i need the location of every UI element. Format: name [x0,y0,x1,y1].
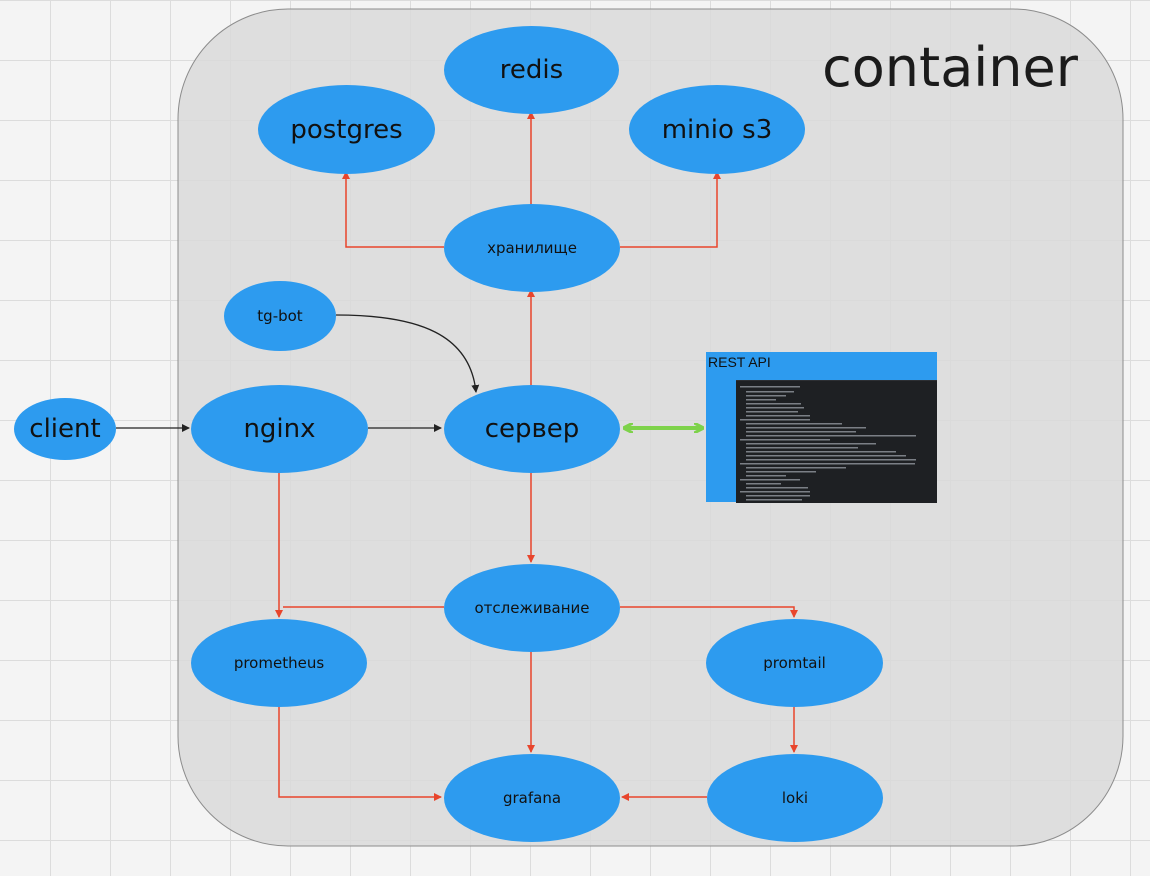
node-redis[interactable]: redis [444,26,619,114]
monitoring-edges [275,470,798,801]
node-promtail[interactable]: promtail [706,619,883,707]
node-loki[interactable]: loki [707,754,883,842]
node-postgres[interactable]: postgres [258,85,435,174]
node-nginx[interactable]: nginx [191,385,368,473]
rest-api-label: REST API [708,354,771,370]
rest-api-screenshot-image [736,380,937,503]
node-storage[interactable]: хранилище [444,204,620,292]
node-client[interactable]: client [14,398,116,460]
storage-edges [342,111,721,390]
edge-monitoring-promtail [620,606,798,618]
rest-api-box[interactable]: REST API [706,352,937,503]
node-server[interactable]: сервер [444,385,620,473]
node-monitoring[interactable]: отслеживание [444,564,620,652]
edge-tgbot-server [335,314,480,393]
edge-storage-minio [620,171,721,248]
node-grafana[interactable]: grafana [444,754,620,842]
node-prometheus[interactable]: prometheus [191,619,367,707]
container-label: container [822,36,1078,99]
request-edges [116,314,480,432]
node-minio-s3[interactable]: minio s3 [629,85,805,174]
edge-prometheus-grafana [278,707,442,801]
node-tg-bot[interactable]: tg-bot [224,281,336,351]
edge-storage-postgres [342,171,444,248]
